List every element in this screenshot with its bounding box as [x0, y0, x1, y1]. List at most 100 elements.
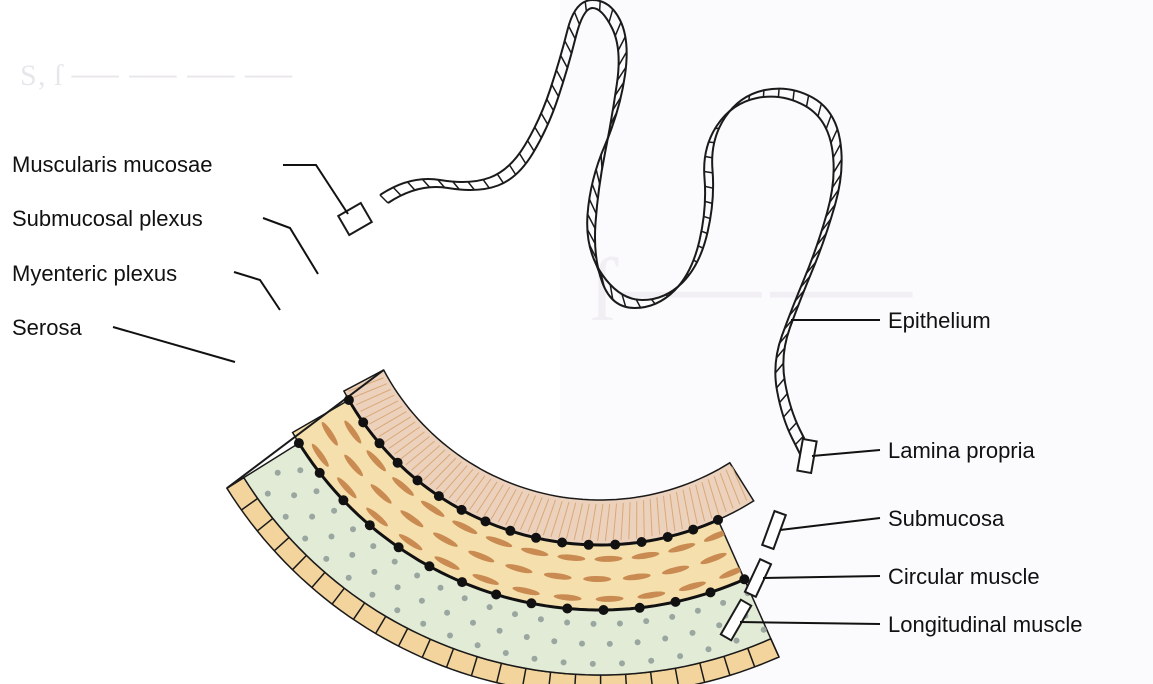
epithelial-cell-border — [600, 1, 601, 11]
longitudinal-fiber-dot — [648, 658, 654, 664]
longitudinal-fiber-dot — [487, 604, 493, 610]
epithelial-cell-border — [547, 99, 554, 111]
label-lamina-propria: Lamina propria — [888, 438, 1036, 463]
plexus-node — [562, 604, 572, 614]
longitudinal-fiber-dot — [414, 573, 420, 579]
longitudinal-fiber-dot — [591, 621, 597, 627]
plexus-node — [671, 597, 681, 607]
longitudinal-fiber-dot — [497, 628, 503, 634]
longitudinal-fiber-dot — [394, 607, 400, 613]
longitudinal-fiber-dot — [695, 608, 701, 614]
epithelial-cell-border — [552, 85, 559, 97]
longitudinal-fiber-dot — [734, 638, 740, 644]
longitudinal-fiber-dot — [761, 627, 767, 633]
longitudinal-fiber-dot — [329, 534, 335, 540]
longitudinal-fiber-dot — [370, 543, 376, 549]
epithelial-cell-border — [601, 155, 602, 169]
longitudinal-fiber-dot — [297, 467, 303, 473]
plexus-node — [481, 516, 491, 526]
label-circular-muscle: Circular muscle — [888, 564, 1040, 589]
epithelial-cell-border — [519, 153, 525, 163]
plexus-node — [424, 561, 434, 571]
label-myenteric-plexus: Myenteric plexus — [12, 261, 177, 286]
plexus-node — [635, 603, 645, 613]
longitudinal-fiber-dot — [716, 622, 722, 628]
epithelial-cell-border — [497, 174, 503, 183]
plexus-node — [688, 525, 698, 535]
longitudinal-fiber-dot — [349, 552, 355, 558]
plexus-node — [610, 540, 620, 550]
plexus-node — [393, 458, 403, 468]
plexus-node — [365, 520, 375, 530]
plexus-node — [526, 598, 536, 608]
longitudinal-fiber-dot — [346, 575, 352, 581]
longitudinal-fiber-dot — [662, 636, 668, 642]
longitudinal-fiber-dot — [669, 614, 675, 620]
epithelial-cell-border — [483, 180, 489, 189]
leader-submucosal-plexus — [263, 218, 318, 274]
plexus-node — [637, 537, 647, 547]
plexus-node — [344, 395, 354, 405]
longitudinal-fiber-dot — [350, 526, 356, 532]
label-serosa: Serosa — [12, 315, 82, 340]
longitudinal-fiber-dot — [690, 630, 696, 636]
epithelial-cell-border — [422, 179, 429, 187]
epithelial-cell-border — [749, 95, 750, 100]
longitudinal-fiber-dot — [395, 584, 401, 590]
leader-serosa — [113, 327, 235, 362]
label-longitudinal-muscle: Longitudinal muscle — [888, 612, 1082, 637]
longitudinal-fiber-dot — [532, 656, 538, 662]
plexus-node — [294, 438, 304, 448]
longitudinal-fiber-dot — [314, 488, 320, 494]
longitudinal-fiber-dot — [512, 611, 518, 617]
longitudinal-fiber-dot — [392, 559, 398, 565]
epithelial-cell-border — [510, 165, 516, 175]
longitudinal-fiber-dot — [564, 620, 570, 626]
longitudinal-fiber-dot — [371, 569, 377, 575]
longitudinal-fiber-dot — [265, 491, 271, 497]
label-submucosal-plexus: Submucosal plexus — [12, 206, 203, 231]
longitudinal-fiber-dot — [579, 641, 585, 647]
longitudinal-fiber-dot — [420, 621, 426, 627]
longitudinal-fiber-dot — [283, 514, 289, 520]
longitudinal-fiber-dot — [444, 610, 450, 616]
longitudinal-fiber-dot — [590, 661, 596, 667]
longitudinal-fiber-dot — [635, 639, 641, 645]
epithelial-cell-border — [535, 127, 542, 138]
longitudinal-fiber-dot — [470, 620, 476, 626]
longitudinal-fiber-dot — [706, 646, 712, 652]
epithelial-cell-border — [541, 113, 548, 124]
longitudinal-fiber-dot — [323, 556, 329, 562]
longitudinal-fiber-dot — [462, 595, 468, 601]
plexus-node — [739, 574, 749, 584]
longitudinal-fiber-dot — [438, 585, 444, 591]
plexus-node — [584, 540, 594, 550]
longitudinal-fiber-dot — [561, 659, 567, 665]
longitudinal-fiber-dot — [275, 470, 281, 476]
longitudinal-fiber-dot — [369, 592, 375, 598]
epithelial-cell-border — [763, 90, 764, 97]
longitudinal-fiber-dot — [503, 650, 509, 656]
plexus-node — [457, 577, 467, 587]
longitudinal-fiber-dot — [617, 621, 623, 627]
longitudinal-fiber-dot — [447, 633, 453, 639]
plexus-node — [315, 468, 325, 478]
plexus-node — [338, 495, 348, 505]
longitudinal-fiber-dot — [419, 598, 425, 604]
epithelial-cell-border — [468, 182, 474, 190]
plexus-node — [413, 475, 423, 485]
epithelial-cell-border — [778, 89, 779, 97]
plexus-node — [358, 417, 368, 427]
longitudinal-fiber-dot — [607, 641, 613, 647]
longitudinal-fiber-dot — [309, 514, 315, 520]
plexus-node — [713, 515, 723, 525]
plexus-node — [491, 590, 501, 600]
plexus-node — [394, 542, 404, 552]
label-epithelium: Epithelium — [888, 308, 991, 333]
plexus-node — [663, 532, 673, 542]
epithelial-cell-border — [528, 141, 535, 152]
epithelial-cell-border — [407, 182, 415, 190]
longitudinal-fiber-dot — [524, 634, 530, 640]
